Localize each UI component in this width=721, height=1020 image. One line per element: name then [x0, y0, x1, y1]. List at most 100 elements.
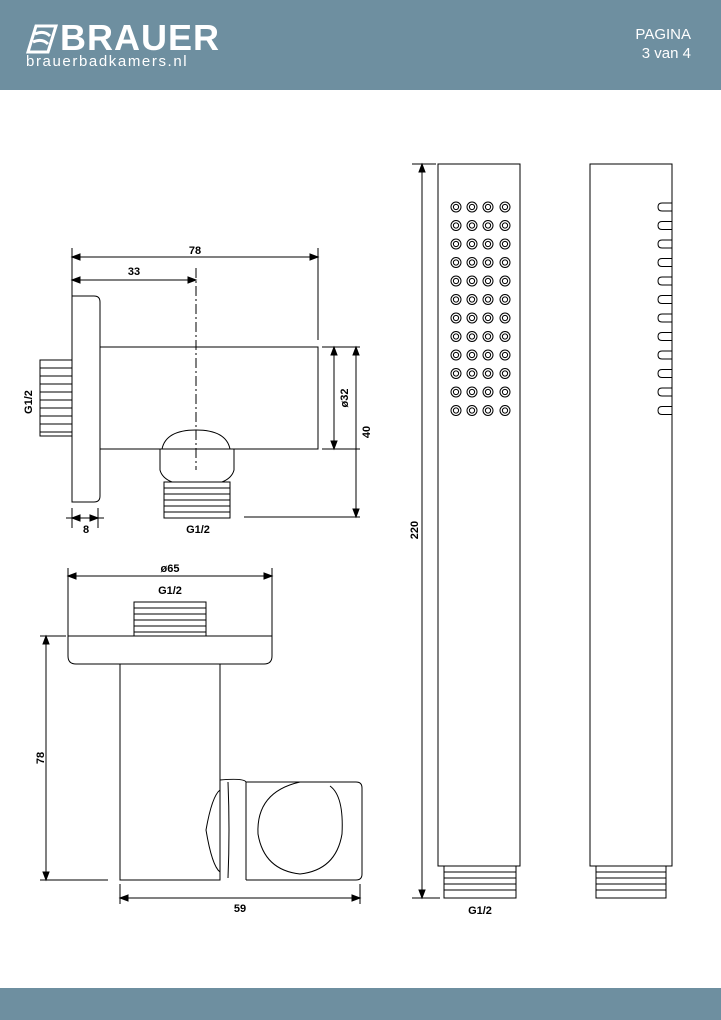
side-nozzle-icon: [657, 276, 672, 286]
nozzle-hole-icon: [468, 203, 476, 211]
nozzle-hole-icon: [468, 240, 476, 248]
nozzle-hole-icon: [501, 351, 509, 359]
nozzle-hole-icon: [484, 203, 492, 211]
nozzle-icon: [450, 349, 462, 361]
nozzle-icon: [499, 349, 511, 361]
nozzle-icon: [482, 238, 494, 250]
nozzle-hole-icon: [452, 277, 460, 285]
side-nozzle-icon: [657, 387, 672, 397]
nozzle-hole-icon: [452, 203, 460, 211]
dim-label-length: 220: [409, 521, 421, 539]
nozzle-hole-icon: [484, 296, 492, 303]
dim-label-axis-offset: 33: [128, 266, 140, 278]
wall-outlet-side-view: [39, 248, 360, 528]
nozzle-hole-icon: [501, 370, 509, 377]
nozzle-hole-icon: [468, 259, 476, 266]
nozzle-icon: [499, 220, 511, 231]
thread-label-top: G1/2: [158, 585, 182, 597]
nozzle-icon: [482, 386, 494, 398]
nozzle-hole-icon: [468, 370, 476, 377]
thread-label-left: G1/2: [23, 390, 35, 414]
nozzle-hole-icon: [484, 314, 492, 322]
nozzle-hole-icon: [452, 240, 460, 248]
nozzle-icon: [499, 368, 511, 379]
dim-label-height-40: 40: [361, 426, 373, 438]
nozzle-hole-icon: [484, 222, 492, 229]
nozzle-icon: [450, 238, 462, 250]
nozzle-icon: [499, 312, 511, 324]
nozzle-icon: [499, 405, 511, 416]
page-label: PAGINA: [635, 26, 691, 43]
nozzle-icon: [482, 257, 494, 268]
nozzle-hole-icon: [484, 333, 492, 340]
dim-label-flange: 8: [83, 524, 89, 536]
nozzle-hole-icon: [484, 370, 492, 377]
nozzle-icon: [450, 257, 462, 268]
nozzle-icon: [482, 349, 494, 361]
side-nozzle-row: [657, 202, 672, 415]
nozzle-hole-icon: [501, 296, 509, 303]
nozzle-hole-icon: [501, 277, 509, 285]
nozzle-icon: [450, 312, 462, 324]
nozzle-icon: [499, 238, 511, 250]
side-nozzle-icon: [657, 313, 672, 323]
nozzle-icon: [466, 275, 478, 287]
nozzle-hole-icon: [501, 333, 509, 340]
nozzle-icon: [482, 331, 494, 342]
nozzle-icon: [499, 201, 511, 213]
side-nozzle-icon: [657, 350, 672, 360]
hand-shower-side-view: [589, 163, 673, 899]
nozzle-icon: [482, 368, 494, 379]
nozzle-hole-icon: [468, 277, 476, 285]
nozzle-icon: [499, 257, 511, 268]
nozzle-icon: [450, 368, 462, 379]
nozzle-icon: [466, 294, 478, 305]
nozzle-icon: [450, 294, 462, 305]
nozzle-hole-icon: [452, 333, 460, 340]
dim-label-width: 59: [234, 903, 246, 915]
nozzle-icon: [482, 220, 494, 231]
nozzle-icon: [450, 331, 462, 342]
nozzle-hole-icon: [452, 222, 460, 229]
nozzle-icon: [466, 220, 478, 231]
nozzle-icon: [466, 312, 478, 324]
nozzle-hole-icon: [501, 314, 509, 322]
thread-label-bottom: G1/2: [186, 524, 210, 536]
nozzle-hole-icon: [452, 296, 460, 303]
nozzle-hole-icon: [484, 277, 492, 285]
side-nozzle-icon: [657, 369, 672, 378]
nozzle-hole-icon: [484, 351, 492, 359]
nozzle-hole-icon: [501, 222, 509, 229]
page-header: BRAUER brauerbadkamers.nl PAGINA 3 van 4: [0, 0, 721, 90]
nozzle-icon: [482, 275, 494, 287]
hand-shower-front-view: [412, 162, 521, 900]
page-footer: [0, 988, 721, 1020]
nozzle-icon: [466, 405, 478, 416]
nozzle-icon: [450, 201, 462, 213]
nozzle-icon: [450, 386, 462, 398]
nozzle-hole-icon: [484, 407, 492, 414]
nozzle-icon: [466, 368, 478, 379]
nozzle-hole-icon: [484, 259, 492, 266]
nozzle-icon: [482, 312, 494, 324]
nozzle-hole-icon: [452, 388, 460, 396]
side-nozzle-icon: [657, 239, 672, 249]
nozzle-hole-icon: [501, 240, 509, 248]
nozzle-hole-icon: [501, 407, 509, 414]
nozzle-icon: [499, 331, 511, 342]
technical-drawing: 78 33 G1/2 ø32 40 8 G1/2 ø65 G1/2 78 59 …: [23, 162, 673, 917]
nozzle-hole-icon: [468, 388, 476, 396]
nozzle-hole-icon: [468, 222, 476, 229]
nozzle-hole-icon: [501, 388, 509, 396]
side-nozzle-icon: [657, 406, 672, 415]
website-url: brauerbadkamers.nl: [26, 53, 189, 70]
nozzle-icon: [482, 294, 494, 305]
nozzle-icon: [450, 405, 462, 416]
nozzle-hole-icon: [452, 407, 460, 414]
nozzle-hole-icon: [452, 259, 460, 266]
nozzle-icon: [466, 349, 478, 361]
nozzle-icon: [482, 201, 494, 213]
dim-label-height-78: 78: [35, 752, 47, 764]
nozzle-hole-icon: [468, 296, 476, 303]
nozzle-hole-icon: [501, 203, 509, 211]
